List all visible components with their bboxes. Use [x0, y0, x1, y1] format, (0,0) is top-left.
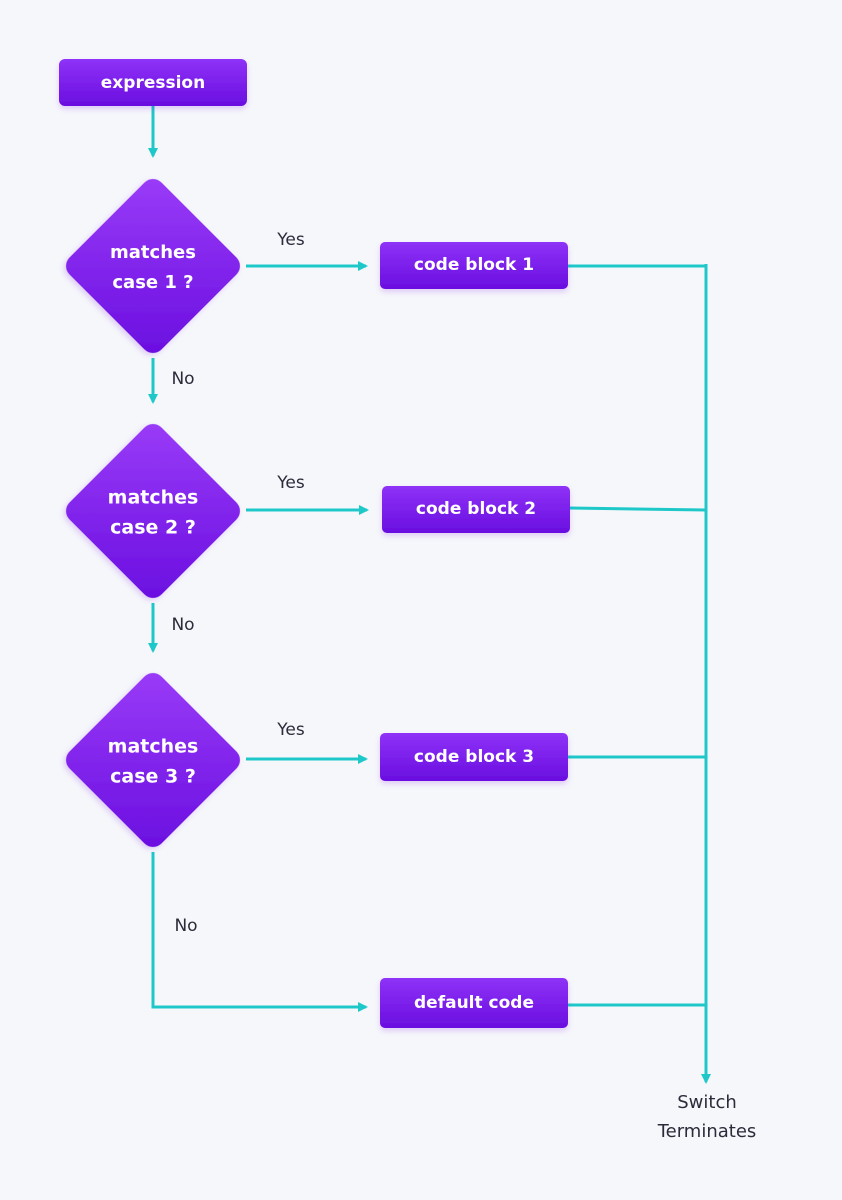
code-block-1: code block 1	[380, 242, 568, 289]
case2-label-line1: matches	[108, 487, 199, 509]
connectors	[148, 106, 711, 1084]
decision-case1: matches case 1 ?	[66, 179, 240, 353]
terminates-line2: Terminates	[657, 1121, 757, 1142]
code-block-3-label: code block 3	[414, 747, 534, 767]
case3-label-line1: matches	[108, 736, 199, 758]
code-block-2: code block 2	[382, 486, 570, 533]
case3-label-line2: case 3 ?	[110, 766, 196, 788]
default-code-block: default code	[380, 978, 568, 1028]
case2-label-line2: case 2 ?	[110, 517, 196, 539]
decision-case3: matches case 3 ?	[66, 673, 240, 847]
yes-label-case3: Yes	[276, 720, 305, 740]
arrow-case3-to-default	[151, 852, 368, 1012]
terminates-line1: Switch	[677, 1092, 737, 1113]
line-block2-to-rail	[569, 506, 707, 512]
switch-terminates: Switch Terminates	[657, 1092, 757, 1142]
code-block-2-label: code block 2	[416, 499, 536, 519]
code-block-3: code block 3	[380, 733, 568, 781]
yes-label-case2: Yes	[276, 473, 305, 493]
expression-label: expression	[101, 73, 205, 93]
code-block-1-label: code block 1	[414, 255, 534, 275]
case1-label-line2: case 1 ?	[112, 272, 193, 293]
decision-case2: matches case 2 ?	[66, 424, 240, 598]
no-label-case2: No	[171, 615, 194, 635]
default-code-label: default code	[414, 993, 534, 1013]
yes-label-case1: Yes	[276, 230, 305, 250]
expression-node: expression	[59, 59, 247, 106]
no-label-case3: No	[174, 916, 197, 936]
case1-label-line1: matches	[110, 242, 196, 263]
no-label-case1: No	[171, 369, 194, 389]
